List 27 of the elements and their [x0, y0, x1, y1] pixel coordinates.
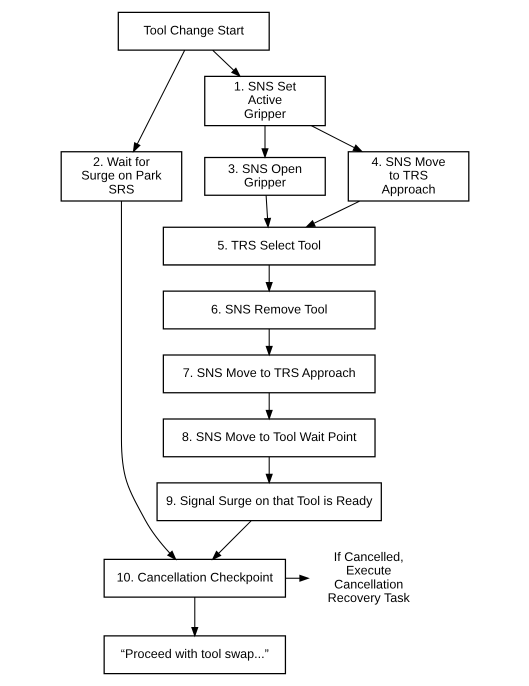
arrow — [265, 265, 272, 292]
arrow — [190, 597, 198, 638]
node-box: 7. SNS Move to TRS Approach — [162, 354, 376, 394]
arrow — [304, 200, 360, 228]
arrow — [265, 328, 272, 356]
node-box: 2. Wait for Surge on Park SRS — [60, 151, 182, 202]
arrow — [132, 50, 185, 153]
node-box: 9. Signal Surge on that Tool is Ready — [156, 482, 382, 522]
node-box: 6. SNS Remove Tool — [162, 290, 376, 330]
node-box: 1. SNS Set Active Gripper — [204, 76, 326, 126]
arrow — [260, 126, 268, 159]
arrow — [120, 201, 176, 561]
node-box: 3. SNS Open Gripper — [204, 156, 326, 196]
node-box: 4. SNS Move to TRS Approach — [347, 151, 469, 202]
node-box: 8. SNS Move to Tool Wait Point — [162, 418, 376, 458]
node-box: Tool Change Start — [117, 12, 270, 51]
node-box: 10. Cancellation Checkpoint — [103, 558, 286, 598]
arrow — [211, 520, 252, 560]
node-box: “Proceed with tool swap...” — [103, 635, 286, 674]
arrow — [263, 196, 271, 228]
arrow — [265, 456, 272, 484]
node-box: 5. TRS Select Tool — [162, 226, 376, 266]
arrow — [285, 574, 310, 582]
arrow — [212, 50, 241, 78]
node-text: If Cancelled, Execute Cancellation Recovery Task — [327, 550, 410, 605]
arrow — [310, 125, 363, 152]
arrow — [265, 392, 272, 420]
